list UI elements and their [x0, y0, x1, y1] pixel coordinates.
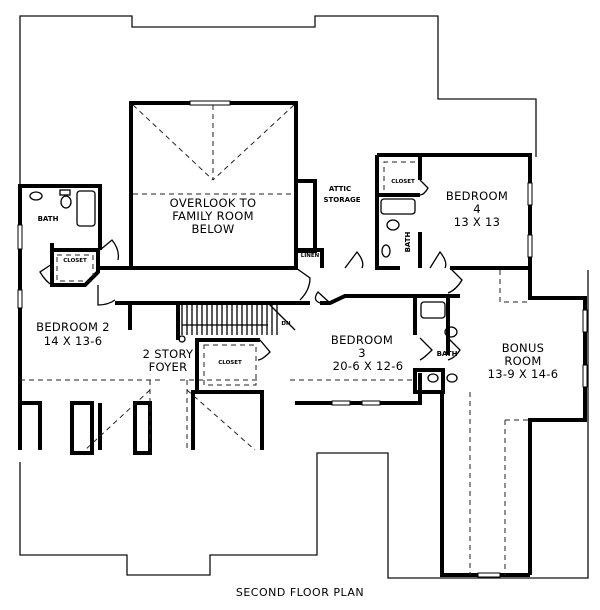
room-label-bedroom4: BEDROOM 4 13 X 13: [446, 189, 508, 229]
svg-text:BELOW: BELOW: [191, 222, 234, 236]
bath-label: BATH: [437, 350, 458, 358]
linen-label: LINEN: [301, 253, 320, 259]
plan-title: SECOND FLOOR PLAN: [236, 586, 364, 599]
room-label-bonus: BONUS ROOM 13-9 X 14-6: [488, 341, 559, 381]
svg-text:ROOM: ROOM: [504, 354, 541, 368]
svg-text:3: 3: [358, 346, 366, 360]
bathtub-icon: [76, 190, 96, 227]
sink-icon: [427, 373, 439, 383]
toilet-icon: [60, 195, 72, 209]
toilet-icon: [386, 219, 400, 231]
svg-text:BONUS: BONUS: [502, 341, 545, 355]
walls: [18, 101, 587, 577]
bathtub-icon: [380, 198, 416, 215]
stairs-down-label: DN: [281, 321, 291, 327]
room-label-overlook: OVERLOOK TO FAMILY ROOM BELOW: [170, 196, 257, 236]
svg-text:2 STORY: 2 STORY: [143, 347, 194, 361]
svg-text:13-9 X 14-6: 13-9 X 14-6: [488, 367, 559, 381]
closet-label: CLOSET: [391, 179, 415, 185]
svg-text:FAMILY ROOM: FAMILY ROOM: [172, 209, 254, 223]
room-label-foyer: 2 STORY FOYER: [143, 347, 194, 374]
bath-label: BATH: [404, 231, 412, 252]
closet-label: CLOSET: [63, 258, 87, 264]
svg-text:13 X 13: 13 X 13: [454, 215, 501, 229]
svg-text:FOYER: FOYER: [149, 360, 188, 374]
svg-text:4: 4: [473, 202, 481, 216]
dashed-lines: [20, 104, 530, 575]
room-label-attic: ATTIC STORAGE: [323, 185, 360, 204]
toilet-icon: [444, 326, 458, 338]
svg-text:20-6 X 12-6: 20-6 X 12-6: [333, 359, 404, 373]
sink-icon: [381, 244, 391, 258]
windows: [17, 100, 588, 578]
svg-text:BEDROOM 2: BEDROOM 2: [36, 320, 110, 334]
room-label-bedroom2: BEDROOM 2 14 X 13-6: [36, 320, 110, 348]
sink-icon: [446, 373, 458, 383]
room-label-bedroom3: BEDROOM 3 20-6 X 12-6: [331, 333, 403, 373]
svg-text:BEDROOM: BEDROOM: [331, 333, 393, 347]
svg-text:ATTIC: ATTIC: [329, 185, 351, 193]
svg-text:14 X 13-6: 14 X 13-6: [44, 334, 103, 348]
bath-label: BATH: [38, 215, 59, 223]
svg-text:STORAGE: STORAGE: [323, 196, 360, 204]
fixtures: [29, 189, 458, 383]
doors: [39, 179, 463, 361]
svg-text:BEDROOM: BEDROOM: [446, 189, 508, 203]
bathtub-icon: [420, 301, 446, 319]
closet-label: CLOSET: [218, 360, 242, 366]
stairs[interactable]: [181, 305, 278, 335]
sink-icon: [29, 191, 43, 201]
roof-outline: [19, 15, 589, 579]
svg-text:OVERLOOK TO: OVERLOOK TO: [170, 196, 257, 210]
